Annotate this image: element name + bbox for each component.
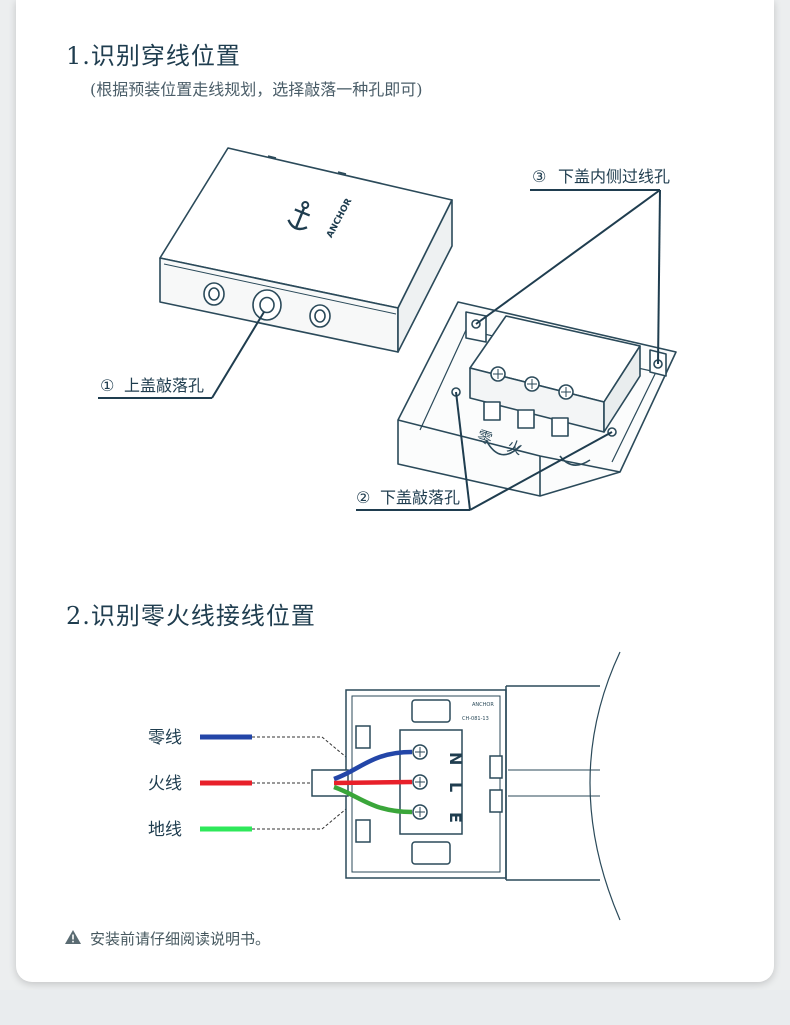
callout-3-num: ③ xyxy=(532,167,546,186)
warning-icon xyxy=(64,929,82,949)
callout-2-num: ② xyxy=(356,488,370,507)
warning-note: 安装前请仔细阅读说明书。 xyxy=(64,928,270,949)
earth-wire xyxy=(333,784,413,815)
callout-3-text: 下盖内侧过线孔 xyxy=(558,167,670,186)
live-label: 火线 xyxy=(148,774,182,794)
neutral-wire xyxy=(333,749,413,782)
terminal-n: N xyxy=(446,752,465,765)
terminal-e: E xyxy=(446,812,465,823)
svg-text:火: 火 xyxy=(505,437,525,459)
page-footer-strip xyxy=(0,990,790,1025)
section1-subtitle: (根据预装位置走线规划，选择敲落一种孔即可) xyxy=(90,80,423,99)
callout-top-knockout: ① 上盖敲落孔 xyxy=(98,311,265,399)
callout-bottom-knockout: ② 下盖敲落孔 xyxy=(356,391,613,511)
callout-1-num: ① xyxy=(100,376,114,395)
live-wire xyxy=(333,779,413,786)
svg-text:CH-081-13: CH-081-13 xyxy=(462,716,489,722)
earth-label: 地线 xyxy=(148,820,182,840)
section2-title: 2.识别零火线接线位置 xyxy=(66,602,316,630)
svg-text:ANCHOR: ANCHOR xyxy=(472,702,494,708)
warning-text: 安装前请仔细阅读说明书。 xyxy=(90,930,271,948)
section1-title: 1.识别穿线位置 xyxy=(66,42,241,70)
callout-1-text: 上盖敲落孔 xyxy=(124,376,204,395)
callout-2-text: 下盖敲落孔 xyxy=(380,488,460,507)
wiring-diagram: 零线 火线 地线 ANCHOR xyxy=(148,651,621,921)
neutral-label: 零线 xyxy=(148,728,182,748)
svg-text:零: 零 xyxy=(475,427,495,449)
callout-inner-wire-hole: ③ 下盖内侧过线孔 xyxy=(475,167,670,365)
terminal-l: L xyxy=(446,782,465,792)
bottom-base-illustration: 零 火 xyxy=(397,301,677,497)
top-cover-illustration xyxy=(159,147,453,353)
